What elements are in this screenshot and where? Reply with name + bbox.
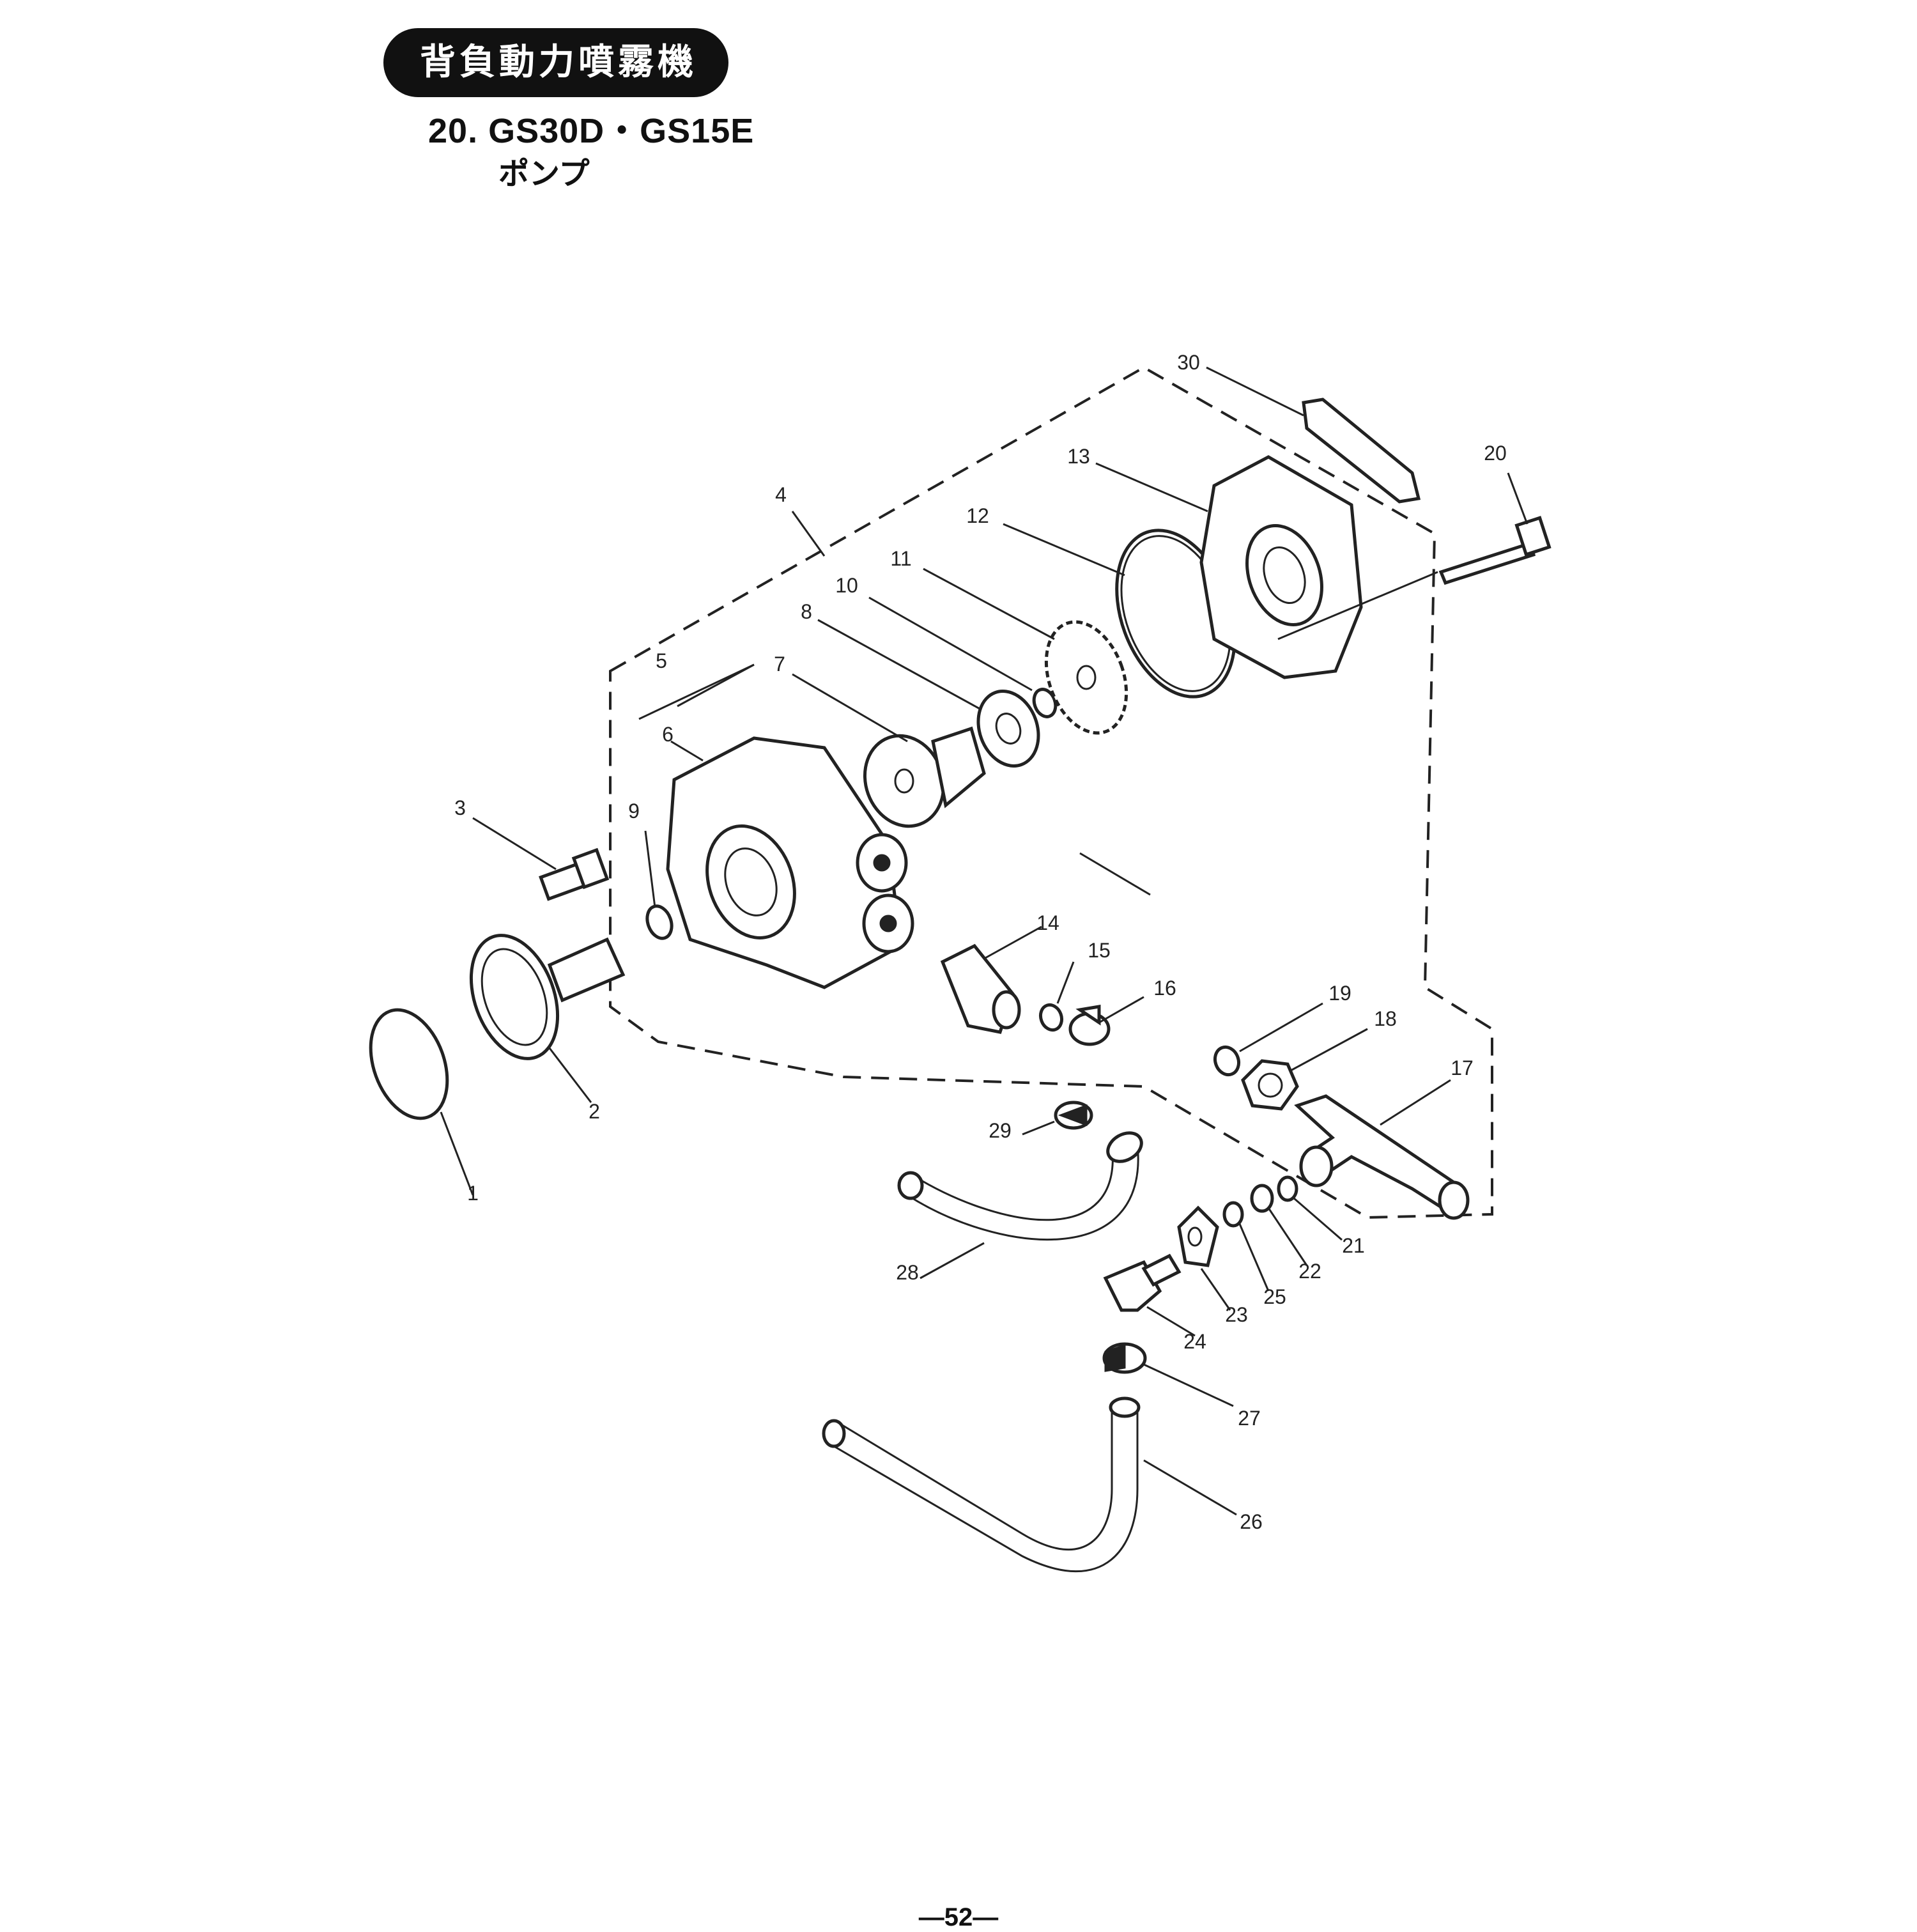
part-11-gear: [1044, 620, 1128, 735]
part-label-15: 15: [1088, 939, 1111, 962]
part-label-1: 1: [467, 1182, 479, 1205]
part-29-hose-clamp: [1054, 1101, 1093, 1130]
part-label-25: 25: [1263, 1285, 1286, 1308]
part-label-21: 21: [1342, 1234, 1365, 1257]
part-20-long-bolt: [1438, 516, 1551, 585]
assembly-group-outline: [609, 366, 1493, 1219]
part-label-2: 2: [589, 1100, 600, 1123]
part-label-3: 3: [454, 796, 466, 819]
part-18-hex-nut: [1241, 1059, 1299, 1111]
part-label-28: 28: [896, 1261, 919, 1284]
part-6-pump-housing: [666, 736, 914, 989]
part-24-elbow: [1103, 1253, 1182, 1312]
part-label-27: 27: [1238, 1407, 1261, 1430]
part-label-12: 12: [966, 504, 989, 527]
part-16-wing-nut: [1068, 1005, 1111, 1046]
part-23-wing-nut: [1177, 1205, 1219, 1267]
model-heading: 20. GS30D・GS15E: [428, 112, 755, 150]
part-9-o-ring: [645, 904, 674, 940]
part-14-fitting: [940, 943, 1021, 1034]
part-7-impeller: [863, 726, 986, 828]
part-label-23: 23: [1225, 1303, 1248, 1326]
part-label-7: 7: [774, 653, 785, 676]
part-label-14: 14: [1036, 911, 1059, 934]
part-label-20: 20: [1484, 442, 1507, 465]
part-label-17: 17: [1451, 1056, 1474, 1079]
part-label-5: 5: [656, 649, 667, 672]
part-25-washer: [1222, 1201, 1244, 1228]
part-label-9: 9: [628, 800, 640, 823]
part-label-16: 16: [1153, 977, 1176, 1000]
part-30-bracket: [1302, 398, 1421, 504]
part-27-hose-clamp: [1102, 1342, 1147, 1374]
category-title: 背負動力噴霧機: [420, 42, 697, 83]
part-label-30: 30: [1177, 351, 1200, 374]
part-28-curved-hose: [897, 1131, 1143, 1240]
part-label-24: 24: [1183, 1330, 1206, 1353]
part-10-snap-ring: [1032, 688, 1058, 718]
part-label-10: 10: [835, 574, 858, 597]
category-badge: 背負動力噴霧機: [383, 28, 728, 97]
part-13-pump-cover: [1199, 455, 1363, 679]
part-label-26: 26: [1240, 1510, 1263, 1533]
leader-lines: [440, 366, 1528, 1516]
part-8-bearing: [976, 690, 1040, 768]
part-21-washer: [1277, 1175, 1298, 1202]
part-15-washer: [1038, 1003, 1064, 1032]
part-label-6: 6: [662, 723, 674, 746]
part-3-bolt: [539, 847, 610, 901]
part-2-flange-shaft: [469, 934, 626, 1060]
section-subtitle: ポンプ: [498, 156, 590, 192]
part-label-29: 29: [989, 1119, 1012, 1142]
part-17-tee-pipe: [1294, 1094, 1470, 1220]
part-19-o-ring: [1213, 1045, 1241, 1077]
part-label-19: 19: [1328, 982, 1351, 1005]
part-26-bent-pipe: [822, 1396, 1141, 1573]
part-label-22: 22: [1298, 1260, 1321, 1283]
part-22-nut: [1250, 1184, 1274, 1213]
part-label-4: 4: [775, 483, 787, 506]
part-1-cover-plate: [369, 1008, 449, 1120]
part-label-18: 18: [1374, 1007, 1397, 1030]
part-label-8: 8: [801, 600, 812, 623]
part-label-11: 11: [890, 547, 911, 570]
page-number: —52—: [918, 1903, 999, 1931]
part-label-13: 13: [1067, 445, 1090, 468]
